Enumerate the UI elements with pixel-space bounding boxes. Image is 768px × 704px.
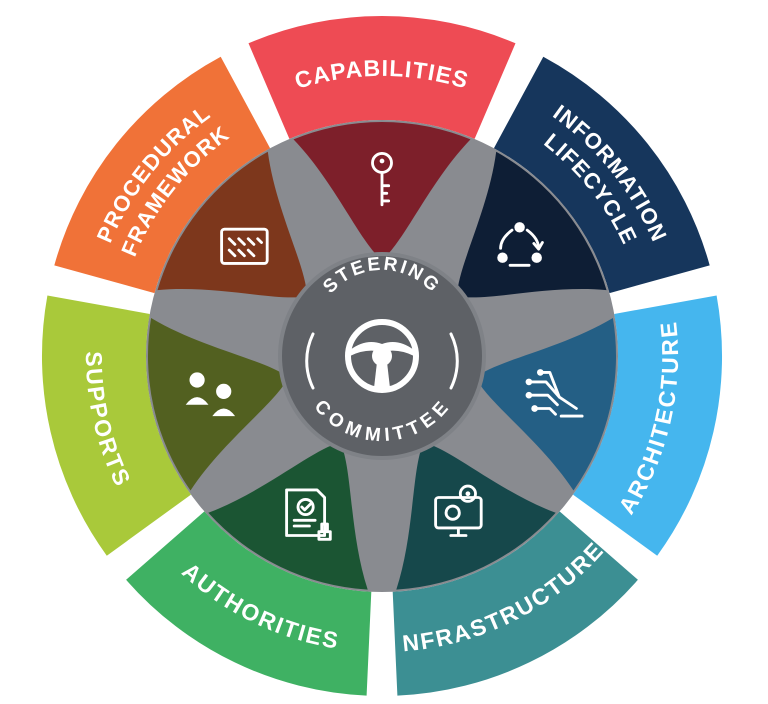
segment-capabilities[interactable] [248, 15, 516, 139]
tree-network-icon [525, 369, 584, 418]
segment-authorities[interactable] [126, 511, 372, 696]
segment-supports-petal [147, 318, 289, 491]
procedure-board-icon [220, 227, 269, 265]
segments-layer [41, 15, 723, 696]
segment-information-lifecycle-petal [457, 151, 607, 298]
segment-supports[interactable] [41, 295, 192, 556]
segment-infrastructure[interactable] [392, 511, 638, 696]
segment-architecture-band [573, 295, 723, 556]
people-icon [185, 372, 236, 417]
icons-layer [185, 151, 584, 541]
segment-infrastructure-petal [396, 442, 556, 590]
segment-infrastructure-band [392, 511, 638, 696]
segment-information-lifecycle[interactable] [493, 56, 710, 294]
segment-procedural-framework-petal [157, 151, 307, 298]
key-icon [371, 151, 393, 207]
document-stamp-icon [285, 488, 332, 541]
segment-architecture[interactable] [573, 295, 723, 556]
monitor-gears-icon [434, 484, 483, 537]
segment-procedural-framework-band [54, 56, 271, 294]
cycle-icon [497, 222, 544, 267]
segment-architecture-petal [475, 318, 617, 491]
segment-capabilities-band [248, 15, 516, 139]
segment-information-lifecycle-band [493, 56, 710, 294]
steering-wheel-icon [305, 319, 459, 393]
segment-procedural-framework[interactable] [54, 56, 271, 294]
segment-authorities-band [126, 511, 372, 696]
segment-supports-band [41, 295, 192, 556]
